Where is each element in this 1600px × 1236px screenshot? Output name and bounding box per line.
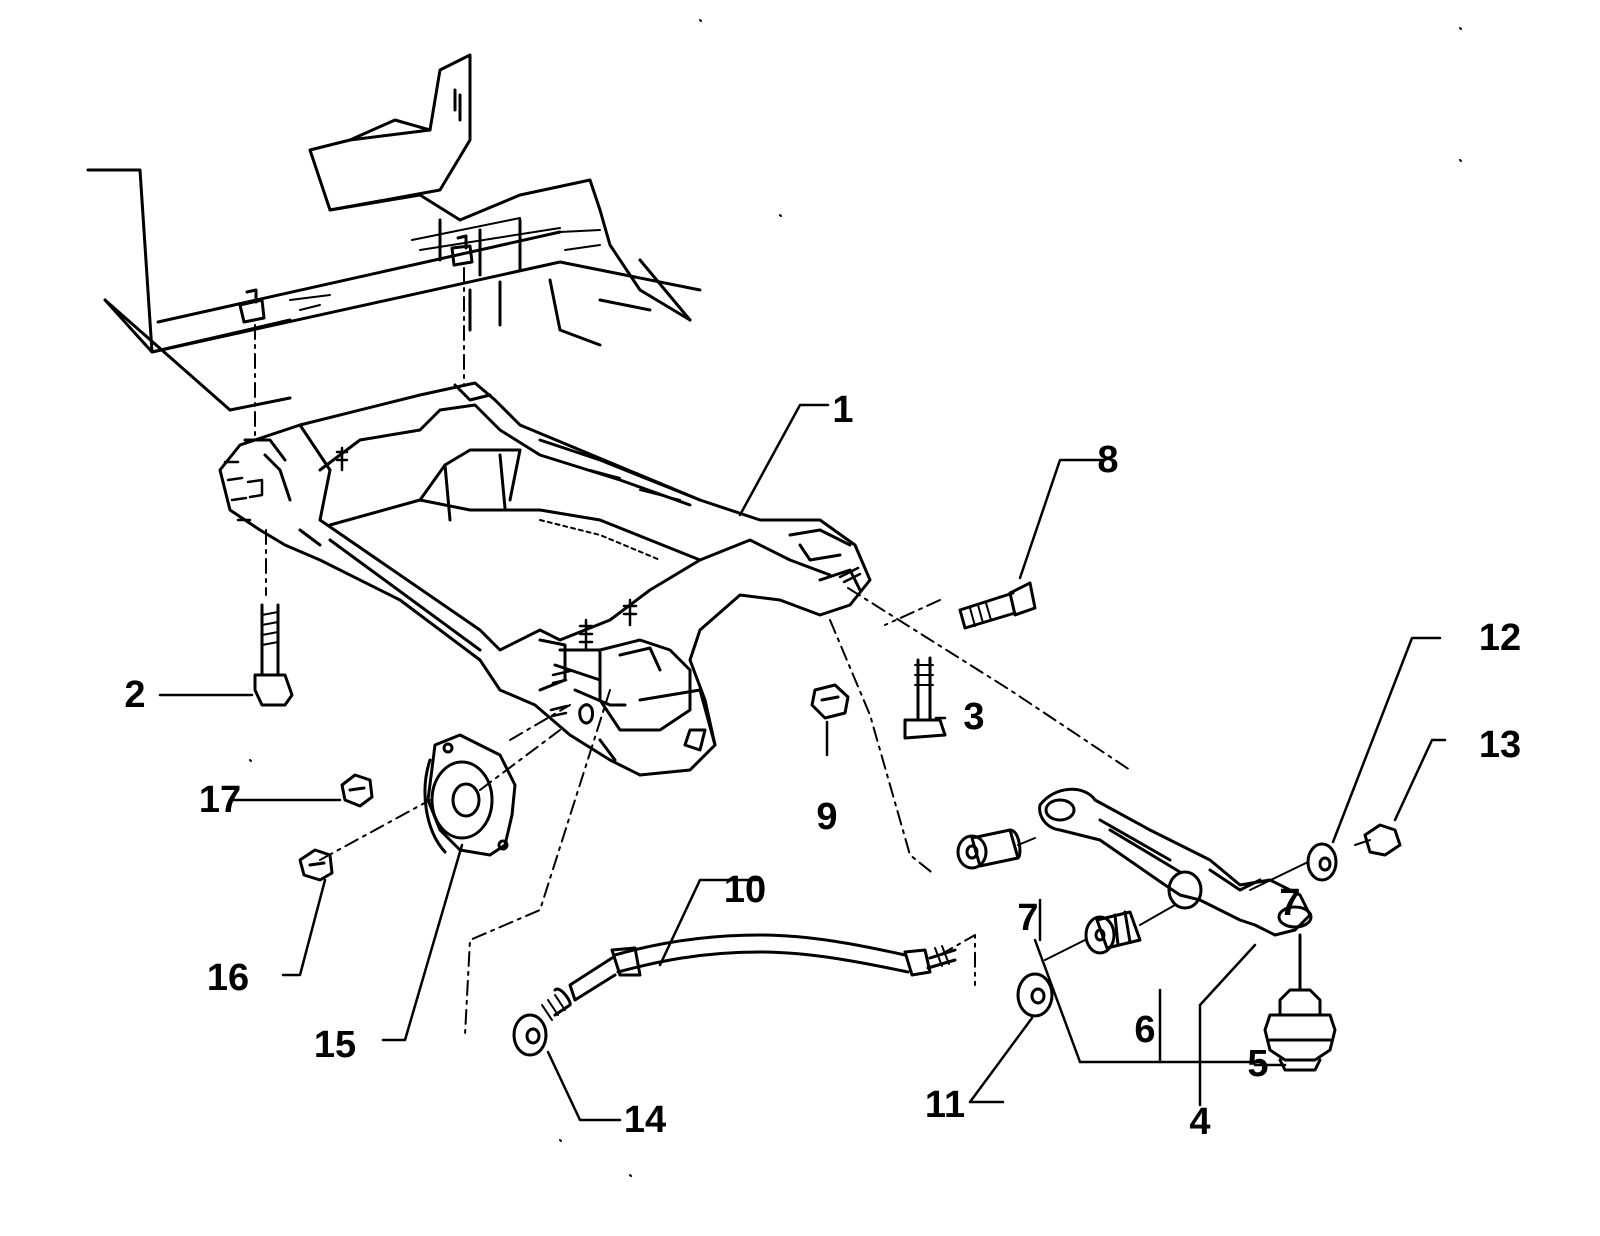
nut-16	[298, 848, 334, 882]
washer-12	[1249, 842, 1338, 891]
bolt-8	[958, 581, 1037, 630]
bolt-3	[903, 656, 947, 740]
callout-5: 5	[1247, 1043, 1269, 1085]
callout-9: 9	[816, 796, 838, 838]
callout-7-right: 7	[1279, 882, 1301, 924]
callout-6: 6	[1134, 1009, 1156, 1051]
mount-flange-15	[423, 733, 517, 857]
callout-8: 8	[1097, 439, 1119, 481]
nut-13	[1354, 823, 1402, 857]
bolt-2	[253, 603, 294, 707]
callout-7-left: 7	[1017, 897, 1039, 939]
body-weld-nut-right	[450, 234, 474, 267]
washer-14	[512, 1013, 548, 1057]
scan-specks	[249, 19, 1462, 1177]
callout-10: 10	[723, 869, 767, 911]
nut-9	[810, 683, 850, 720]
ball-joint	[1263, 933, 1337, 1072]
callout-2: 2	[124, 674, 146, 716]
body-weld-nut-left	[238, 288, 266, 324]
callout-1: 1	[832, 389, 854, 431]
callout-13: 13	[1478, 724, 1522, 766]
front-subframe	[218, 381, 872, 777]
bushing-6-front	[1044, 904, 1176, 961]
callout-17: 17	[198, 779, 242, 821]
leader-lines	[158, 403, 1447, 1122]
callout-3: 3	[963, 696, 985, 738]
callout-12: 12	[1478, 617, 1522, 659]
wishbone-lower-arm	[1038, 787, 1313, 937]
callout-14: 14	[623, 1099, 667, 1141]
callout-4: 4	[1189, 1101, 1211, 1143]
subframe-studs	[223, 446, 862, 718]
nut-17	[340, 773, 374, 808]
callout-15: 15	[313, 1024, 357, 1066]
washer-11	[1016, 972, 1054, 1018]
callout-16: 16	[206, 957, 250, 999]
anti-roll-bar	[541, 933, 957, 1021]
assembly-alignment-lines	[254, 267, 1131, 1036]
callout-11: 11	[924, 1084, 966, 1126]
vehicle-body-underside	[86, 53, 702, 412]
bushing-7-rear	[956, 828, 1036, 870]
